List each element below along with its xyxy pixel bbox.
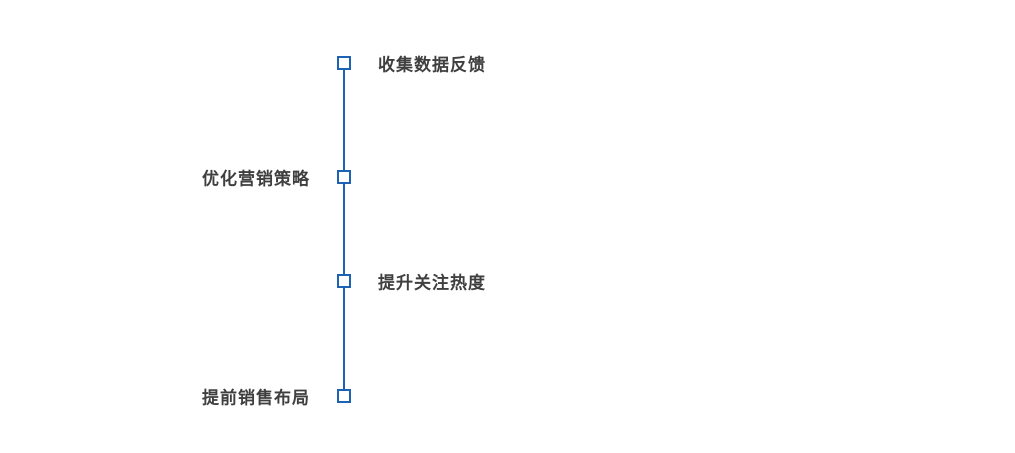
node-label: 优化营销策略	[202, 169, 310, 189]
node-marker-icon	[337, 170, 351, 184]
node-marker-icon	[337, 274, 351, 288]
node-label: 收集数据反馈	[378, 55, 486, 75]
node-marker-icon	[337, 56, 351, 70]
timeline-line	[343, 63, 345, 397]
node-marker-icon	[337, 389, 351, 403]
node-label: 提前销售布局	[202, 388, 310, 408]
node-label: 提升关注热度	[378, 273, 486, 293]
